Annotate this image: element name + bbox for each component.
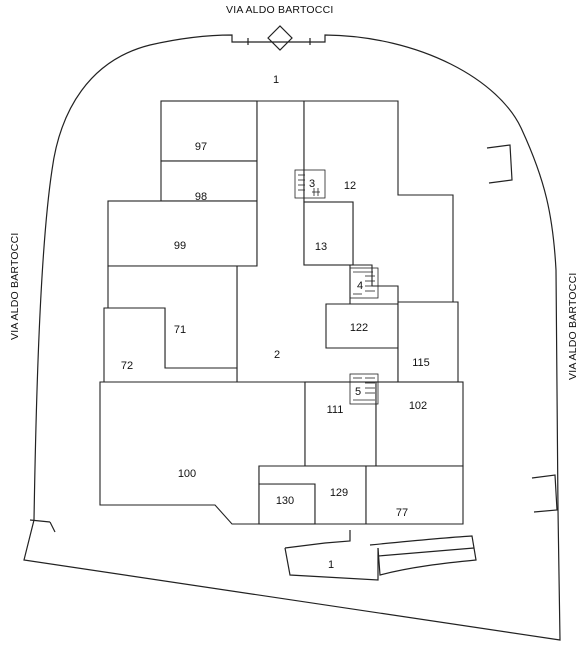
label-unit-100: 100 — [178, 468, 196, 480]
label-unit-13: 13 — [315, 241, 327, 253]
stair-4-icon — [349, 267, 379, 299]
lot-boundary — [23, 34, 561, 641]
label-unit-2: 2 — [274, 349, 280, 361]
gate-right-upper — [486, 144, 513, 184]
unit-99[interactable] — [107, 200, 258, 267]
street-label-top: VIA ALDO BARTOCCI — [226, 4, 333, 16]
unit-13[interactable] — [303, 201, 354, 266]
label-unit-12: 12 — [344, 180, 356, 192]
label-unit-1-top: 1 — [273, 74, 279, 86]
label-unit-4: 4 — [357, 280, 363, 292]
label-unit-1-bottom: 1 — [328, 559, 334, 571]
unit-98[interactable] — [160, 160, 258, 202]
unit-130[interactable] — [258, 483, 316, 525]
street-label-right: VIA ALDO BARTOCCI — [567, 273, 579, 380]
unit-77[interactable] — [365, 465, 464, 525]
label-unit-130: 130 — [276, 495, 294, 507]
label-unit-77: 77 — [396, 507, 408, 519]
ramp-left — [284, 530, 379, 581]
stair-3-icon — [294, 169, 326, 199]
label-unit-122: 122 — [350, 322, 368, 334]
unit-97[interactable] — [160, 100, 258, 162]
gate-diamond — [267, 25, 293, 51]
label-unit-71: 71 — [174, 324, 186, 336]
label-unit-72: 72 — [121, 360, 133, 372]
label-unit-3: 3 — [309, 178, 315, 190]
label-unit-102: 102 — [409, 400, 427, 412]
label-unit-129: 129 — [330, 487, 348, 499]
label-unit-99: 99 — [174, 240, 186, 252]
street-label-left: VIA ALDO BARTOCCI — [9, 233, 21, 340]
unit-111[interactable] — [304, 381, 377, 467]
stair-5-icon — [349, 373, 379, 405]
label-unit-111: 111 — [327, 404, 344, 416]
unit-115[interactable] — [397, 301, 459, 383]
gate-right-lower — [531, 474, 558, 513]
label-unit-5: 5 — [355, 386, 361, 398]
label-unit-98: 98 — [195, 191, 207, 203]
label-unit-115: 115 — [412, 357, 430, 369]
label-unit-97: 97 — [195, 141, 207, 153]
unit-102[interactable] — [375, 381, 464, 467]
